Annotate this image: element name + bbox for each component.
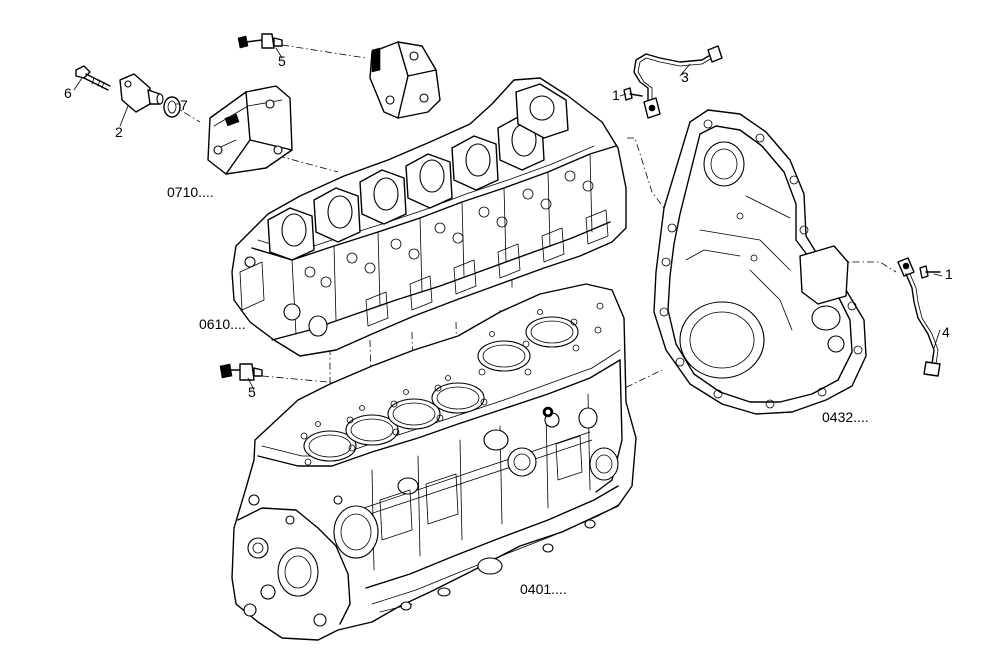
sensor-bracket: [369, 41, 441, 119]
callout-2: 2: [115, 124, 123, 140]
label-head-cover: 0710....: [167, 184, 214, 200]
callout-6: 6: [64, 85, 72, 101]
callout-5-top: 5: [278, 53, 286, 69]
sensor-part-2: [119, 73, 164, 113]
seal-ring-part-7: [163, 96, 181, 118]
speed-sensor-part-3: [633, 45, 723, 119]
callout-3: 3: [681, 69, 689, 85]
callout-1-right: 1: [945, 266, 953, 282]
label-flywheel-housing: 0432....: [822, 409, 869, 425]
label-crankcase: 0401....: [520, 581, 567, 597]
cylinder-head: [231, 77, 627, 357]
callout-5-lower: 5: [248, 384, 256, 400]
temperature-sensor-top: [237, 33, 283, 49]
callout-4: 4: [942, 324, 950, 340]
leader-lines: [73, 47, 943, 391]
screw-part-1-right: [919, 265, 941, 279]
temperature-sensor-lower: [219, 363, 263, 381]
flywheel-housing: [653, 109, 867, 415]
callout-7: 7: [180, 97, 188, 113]
bolt-part-6: [75, 65, 111, 91]
callout-1-top: 1: [612, 87, 620, 103]
screw-part-1-top: [623, 87, 643, 101]
head-cover-housing: [207, 85, 293, 175]
crankcase: [231, 283, 637, 641]
label-cylinder-head: 0610....: [199, 316, 246, 332]
speed-sensor-part-4: [897, 257, 941, 377]
callout-labels: 6 2 7 5 3 1 1 4 5 0710.... 0610.... 0432…: [64, 53, 953, 597]
